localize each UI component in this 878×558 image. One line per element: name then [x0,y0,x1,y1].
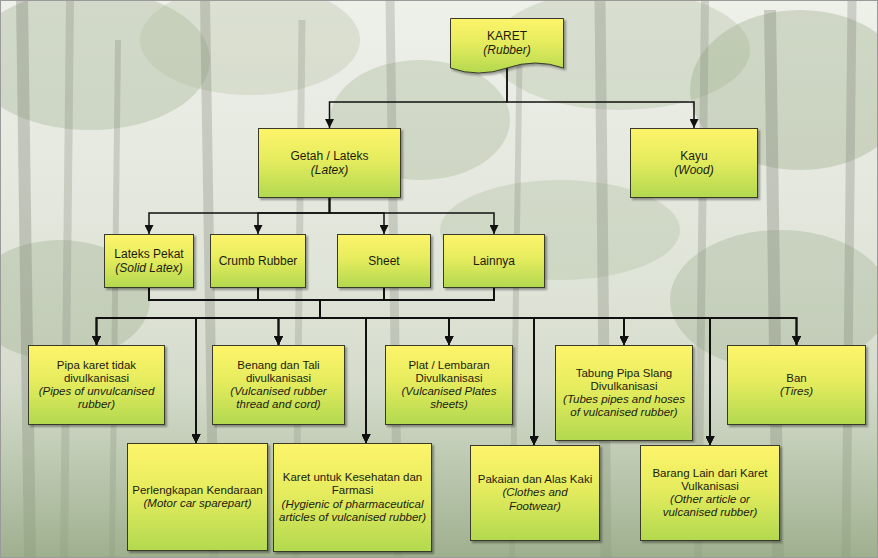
flow-arrow [507,68,694,128]
flow-arrow [320,288,710,445]
node-title: Pipa karet tidak divulkanisasi [33,359,160,385]
node-title: Karet untuk Kesehatan dan Farmasi [278,471,427,497]
document-outline [451,19,564,74]
node-translation: (Vulcanised rubber thread and cord) [217,385,340,411]
process-box: Lainnya [443,234,545,288]
flow-arrow [258,288,797,345]
flow-arrow [149,288,449,345]
flow-arrow [149,288,534,445]
process-box: Pakaian dan Alas Kaki(Clothes and Footwe… [470,445,600,541]
node-translation: (Wood) [674,163,713,177]
node-translation: (Other article or vulcanised rubber) [645,493,775,519]
document-box: KARET(Rubber) [450,18,564,78]
process-box: Karet untuk Kesehatan dan Farmasi(Hygien… [273,443,432,552]
process-box: Perlengkapan Kendaraan(Motor car sparepa… [127,443,268,551]
node-translation: (Rubber) [483,43,530,57]
flow-arrow [320,288,534,445]
flow-arrow [258,288,624,345]
process-box: Tabung Pipa Slang Divulkanisasi(Tubes pi… [555,345,693,441]
node-title: Sheet [368,254,399,268]
process-box: Kayu(Wood) [630,128,758,198]
node-title: Lainnya [473,254,515,268]
process-box: Ban(Tires) [727,345,866,425]
flow-arrow [258,288,449,345]
process-box: Getah / Lateks(Latex) [258,128,401,198]
process-box: Crumb Rubber [210,234,306,288]
node-title: Tabung Pipa Slang Divulkanisasi [560,367,688,393]
process-box: Sheet [337,234,431,288]
process-box: Pipa karet tidak divulkanisasi(Pipes of … [28,345,165,425]
flow-arrow [149,198,330,234]
flow-arrow [149,288,366,443]
flow-arrow [320,288,797,345]
flow-arrow [320,288,494,345]
flow-arrow [258,198,330,234]
flow-arrow [330,198,385,234]
node-translation: (Latex) [311,163,348,177]
flow-arrow [97,288,385,345]
flow-arrow [97,288,495,345]
node-title: Lateks Pekat [114,247,183,261]
flow-arrow [149,288,710,445]
node-title: Kayu [680,149,707,163]
flow-arrow [320,288,710,445]
node-translation: (Tubes pipes and hoses of vulcanised rub… [560,393,688,419]
node-translation: (Vulcanised Plates sheets) [390,385,508,411]
node-title: Getah / Lateks [290,149,368,163]
flow-arrow [97,288,321,345]
process-box: Plat / Lembaran Divulkanisasi(Vulcanised… [385,345,513,425]
process-box: Benang dan Tali divulkanisasi(Vulcanised… [212,345,345,425]
flow-arrow [149,288,624,345]
flow-arrow [97,288,321,345]
process-box: Lateks Pekat(Solid Latex) [104,234,194,288]
node-title: Benang dan Tali divulkanisasi [217,359,340,385]
flow-arrow [330,68,508,128]
node-translation: (Hygienic of pharmaceutical articles of … [278,498,427,524]
node-translation: (Tires) [780,385,813,398]
flow-arrow [149,288,797,345]
node-title: Barang Lain dari Karet Vulkanisasi [645,467,775,493]
flow-arrow [330,198,495,234]
flow-arrow [196,288,384,443]
flow-arrow [279,288,495,345]
node-translation: (Clothes and Footwear) [475,486,595,512]
node-title: Crumb Rubber [219,254,298,268]
flow-arrow [149,288,320,345]
node-translation: (Motor car sparepart) [143,497,251,510]
flow-arrow [258,288,320,345]
flow-arrow [320,288,534,445]
node-title: Pakaian dan Alas Kaki [478,473,592,486]
node-title: Plat / Lembaran Divulkanisasi [390,359,508,385]
node-translation: (Pipes of unvulcanised rubber) [33,385,160,411]
tree-foliage [140,0,360,95]
node-title: KARET [487,29,527,43]
node-translation: (Solid Latex) [115,261,182,275]
process-box: Barang Lain dari Karet Vulkanisasi(Other… [640,445,780,541]
flow-arrow [320,288,797,345]
node-title: Perlengkapan Kendaraan [132,484,262,497]
node-title: Ban [786,372,806,385]
flow-arrow [279,288,385,345]
